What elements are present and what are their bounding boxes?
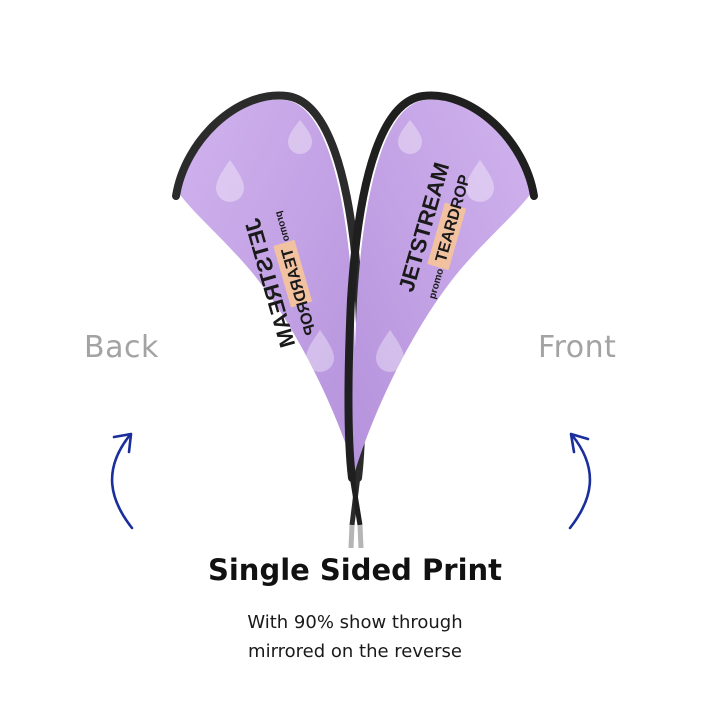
back-label: Back: [84, 330, 159, 365]
print-type-heading: Single Sided Print: [207, 553, 503, 587]
description-line-1: With 90% show through: [247, 612, 463, 633]
print-description: With 90% show through mirrored on the re…: [0, 608, 710, 666]
back-flag: JETSTREAM TEARDROP promo: [172, 91, 366, 549]
front-label: Front: [538, 330, 617, 365]
description-line-2: mirrored on the reverse: [248, 641, 462, 662]
front-flag: JETSTREAM TEARDROP promo: [344, 91, 538, 549]
curved-arrow-up-right-icon: [110, 432, 134, 530]
curved-arrow-up-left-icon: [568, 432, 592, 530]
teardrop-flags-illustration: JETSTREAM TEARDROP promo JETSTREAM TEARD…: [172, 91, 538, 549]
